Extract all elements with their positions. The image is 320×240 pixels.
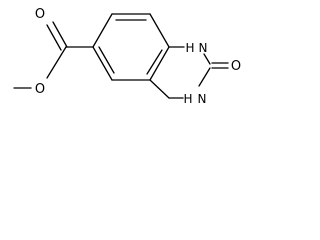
bond-carbonyl-double-b: [46, 24, 62, 51]
skeletal-formula: O O H N O H N: [13, 7, 241, 106]
bond-c4-c4a: [149, 79, 170, 99]
n3-n-label: N: [198, 92, 207, 106]
bond-ring-c7-c8: [92, 13, 113, 48]
bond-ring-c8a-c4a: [149, 13, 170, 48]
bond-carbonyl-double-a: [52, 21, 68, 48]
c2-oxygen-label: O: [231, 59, 241, 74]
ester-oxygen-label: O: [35, 82, 45, 97]
bond-n1-c2: [203, 53, 211, 65]
bond-ring-c4a-c5: [149, 46, 170, 81]
molecule-structure: O O H N O H N: [0, 0, 256, 120]
bond-carbonyl-to-ester-o: [46, 46, 67, 79]
bond-ring-inner-left: [98, 46, 115, 74]
n3-h-label: H: [183, 92, 192, 106]
bond-ring-inner-right: [146, 49, 163, 75]
bond-c2-n3: [198, 67, 211, 87]
n1-n-label: N: [199, 41, 208, 55]
n1-h-label: H: [185, 41, 194, 55]
bond-ring-c6-c7: [92, 46, 113, 81]
carbonyl-oxygen-label: O: [35, 7, 45, 22]
